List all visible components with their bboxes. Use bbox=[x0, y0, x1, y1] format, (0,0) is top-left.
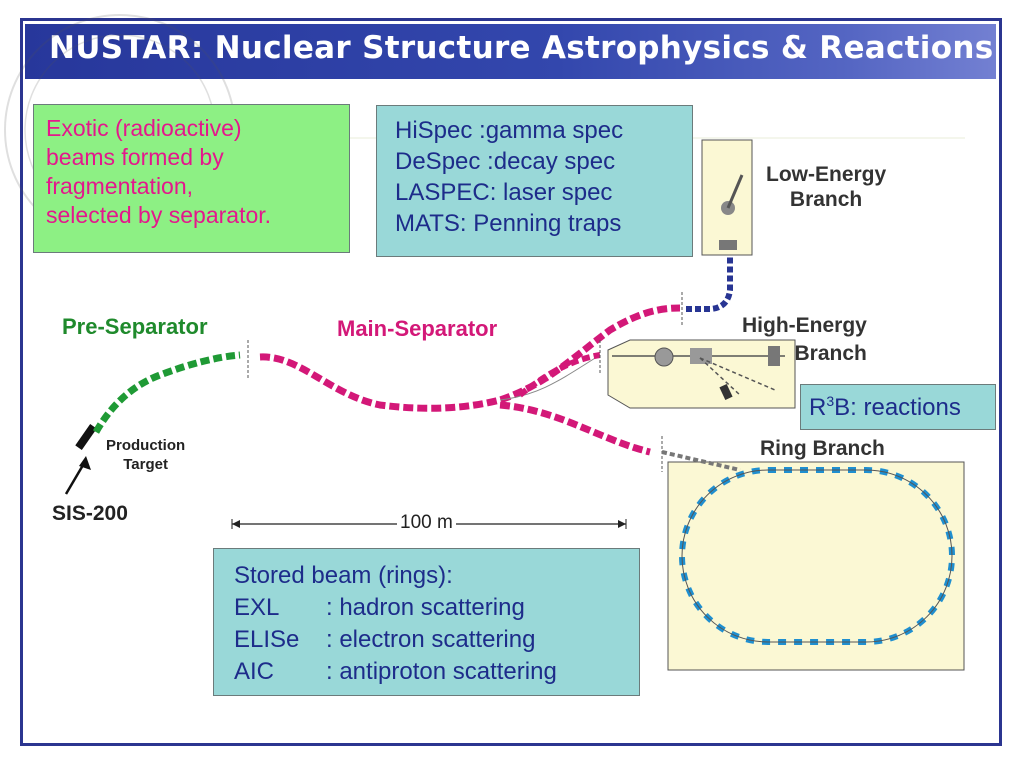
row-key: ELISe bbox=[234, 626, 300, 653]
main-separator-label: Main-Separator bbox=[337, 316, 498, 341]
r3b-suffix: B: reactions bbox=[834, 394, 961, 421]
label-line: Branch bbox=[794, 342, 867, 365]
ring-branch-label: Ring Branch bbox=[760, 437, 885, 460]
stored-beam-box: Stored beam (rings): EXL : hadron scatte… bbox=[213, 548, 640, 696]
row-value: : hadron scattering bbox=[326, 594, 525, 621]
sis-200-label: SIS-200 bbox=[52, 502, 128, 525]
label-line: High-Energy bbox=[742, 314, 867, 337]
slide-title: NUSTAR: Nuclear Structure Astrophysics &… bbox=[25, 24, 996, 79]
row-key: AIC bbox=[234, 658, 275, 685]
experiment-line: LASPEC: laser spec bbox=[395, 179, 613, 206]
exotic-line: fragmentation, bbox=[46, 173, 194, 199]
exotic-line: beams formed by bbox=[46, 144, 224, 170]
pre-separator-label: Pre-Separator bbox=[62, 314, 208, 339]
label-line: Production bbox=[106, 437, 186, 454]
r3b-box: R3B: reactions bbox=[800, 384, 996, 430]
pre-separator-beamline bbox=[92, 351, 241, 434]
exotic-line: Exotic (radioactive) bbox=[46, 115, 242, 141]
stored-beam-row: EXL : hadron scattering bbox=[234, 592, 639, 624]
ring-beamline bbox=[499, 401, 651, 456]
stored-beam-heading: Stored beam (rings): bbox=[234, 562, 453, 589]
production-target-label: Production Target bbox=[106, 436, 185, 474]
row-value: : electron scattering bbox=[326, 626, 536, 653]
ring-hall bbox=[667, 461, 965, 671]
experiment-line: MATS: Penning traps bbox=[395, 210, 622, 237]
exotic-line: selected by separator. bbox=[46, 202, 272, 228]
experiment-line: DeSpec :decay spec bbox=[395, 148, 616, 175]
stored-beam-row: AIC : antiproton scattering bbox=[234, 656, 639, 688]
label-line: Low-Energy bbox=[766, 163, 887, 186]
low-energy-experiments-box: HiSpec :gamma spec DeSpec :decay spec LA… bbox=[376, 105, 693, 257]
low-energy-hall bbox=[701, 139, 753, 256]
row-key: EXL bbox=[234, 594, 280, 621]
high-energy-branch-label: High-Energy Branch bbox=[742, 312, 867, 368]
label-line: Target bbox=[123, 456, 168, 473]
label-line: Branch bbox=[789, 188, 863, 211]
stored-beam-row: ELISe : electron scattering bbox=[234, 624, 639, 656]
experiment-line: HiSpec :gamma spec bbox=[395, 117, 624, 144]
production-target bbox=[75, 424, 97, 450]
r3b-prefix: R bbox=[809, 394, 827, 421]
row-value: : antiproton scattering bbox=[326, 658, 557, 685]
low-energy-beamline bbox=[686, 250, 733, 312]
main-separator-beamline bbox=[259, 304, 681, 412]
low-energy-branch-label: Low-Energy Branch bbox=[766, 162, 886, 212]
high-energy-beamline bbox=[518, 352, 601, 398]
r3b-superscript: 3 bbox=[826, 393, 835, 409]
scale-bar-label: 100 m bbox=[397, 512, 456, 534]
exotic-beams-box: Exotic (radioactive) beams formed by fra… bbox=[33, 104, 350, 253]
